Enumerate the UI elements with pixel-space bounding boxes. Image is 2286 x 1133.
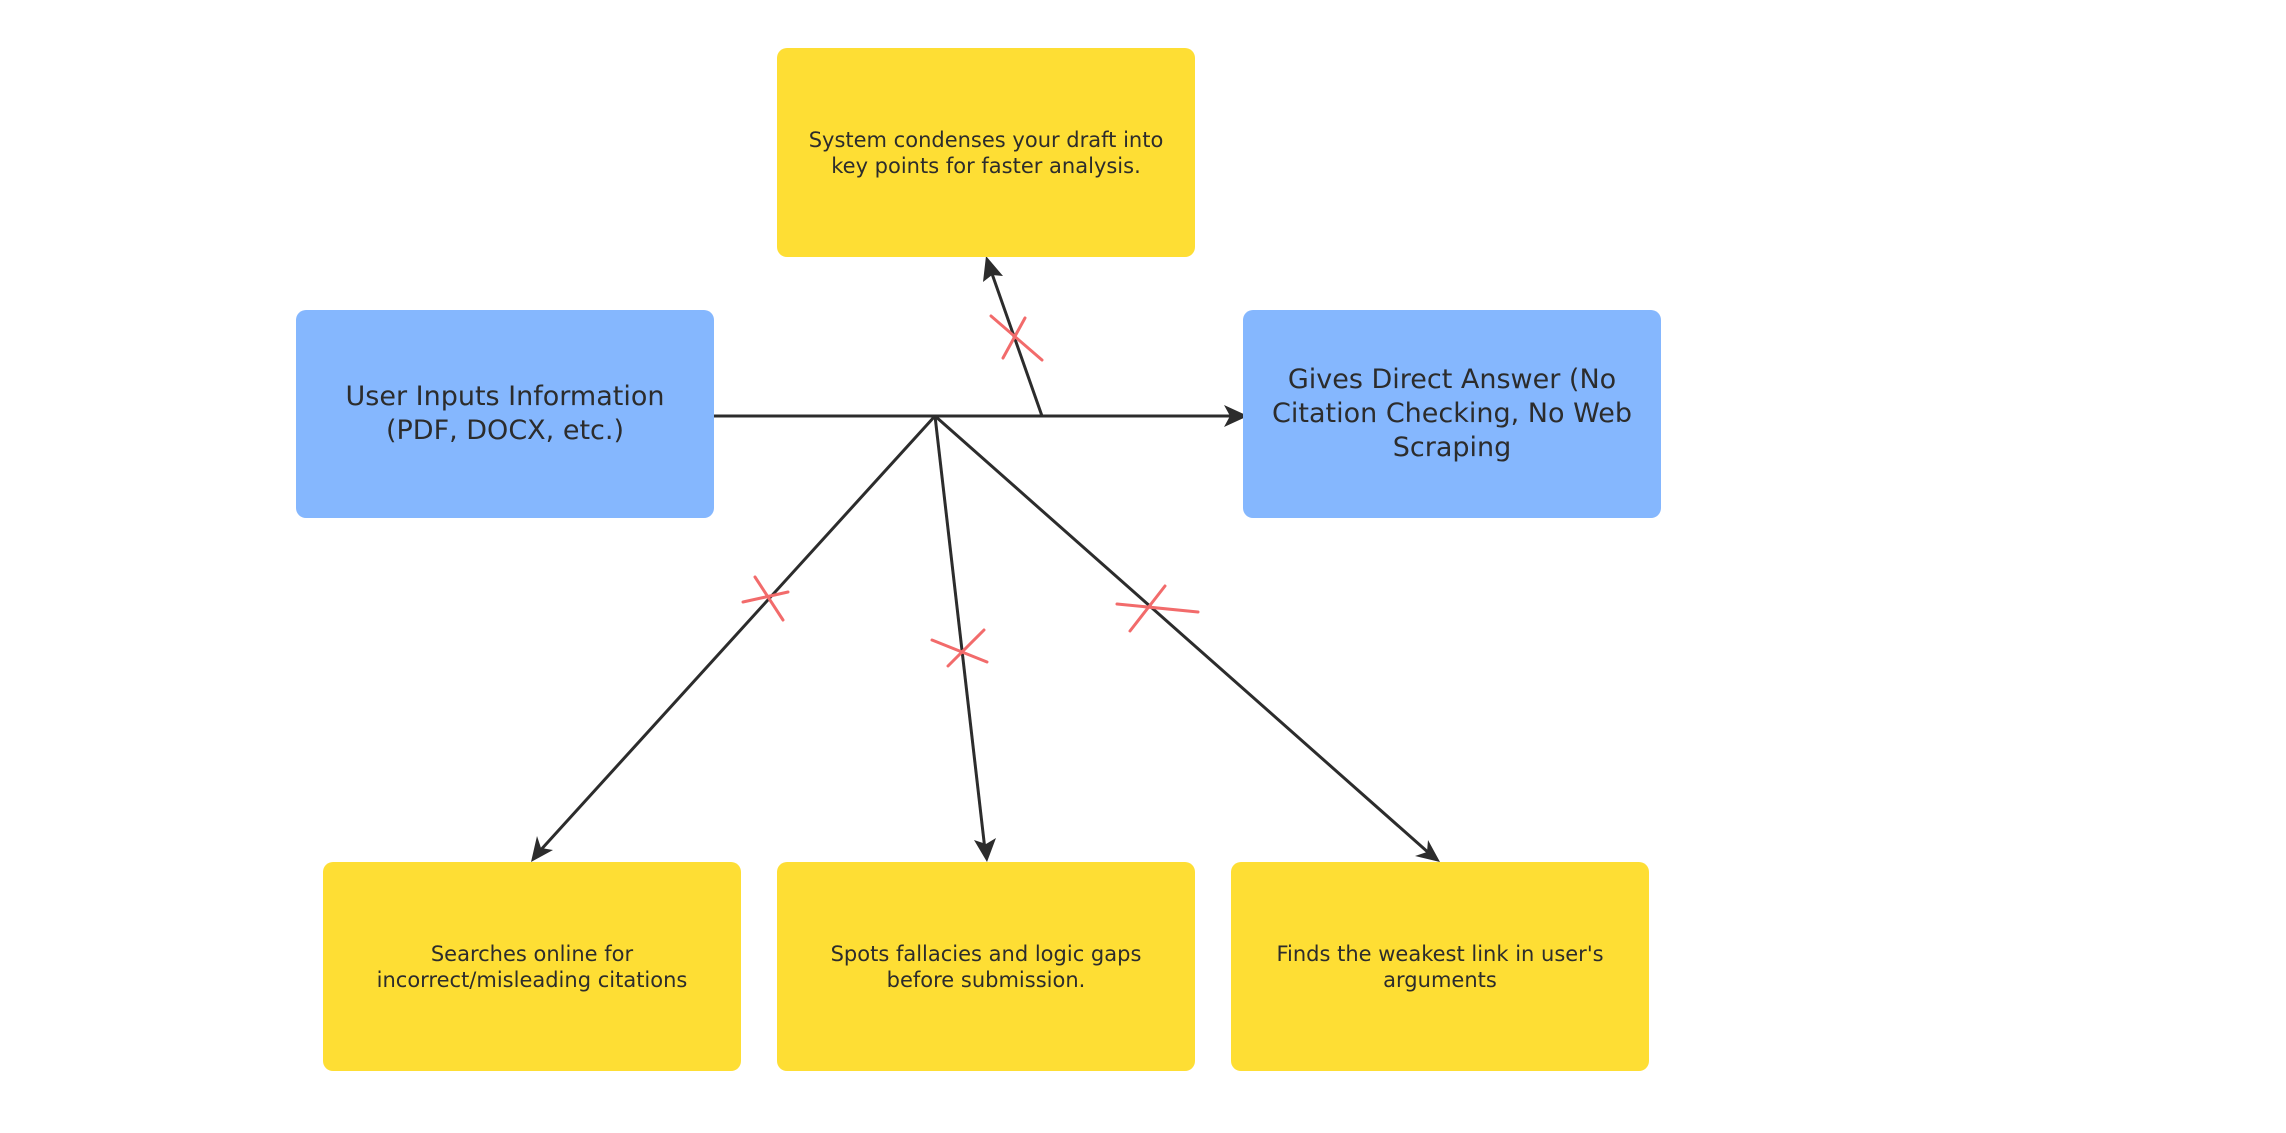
citations-box-label: Searches online for incorrect/misleading… xyxy=(376,941,688,992)
arrowhead-direct-answer-icon xyxy=(1224,405,1248,427)
citations-box: Searches online for incorrect/misleading… xyxy=(323,862,741,1071)
arrow-to-citations xyxy=(536,414,937,855)
arrow-to-weakest-link xyxy=(934,414,1431,856)
condense-box-label: System condenses your draft into key poi… xyxy=(808,127,1164,178)
fallacies-box: Spots fallacies and logic gaps before su… xyxy=(777,862,1195,1071)
arrowhead-condense-icon xyxy=(983,256,1003,282)
weakest-link-box: Finds the weakest link in user's argumen… xyxy=(1231,862,1649,1071)
arrow-to-fallacies xyxy=(933,415,987,851)
input-box: User Inputs Information (PDF, DOCX, etc.… xyxy=(296,310,714,518)
blocked-mark-weakest-link-icon xyxy=(1115,584,1200,633)
input-box-label: User Inputs Information (PDF, DOCX, etc.… xyxy=(345,381,665,446)
direct-answer-box: Gives Direct Answer (No Citation Checkin… xyxy=(1243,310,1661,518)
arrowhead-citations-icon xyxy=(531,836,553,862)
arrowhead-weakest-link-icon xyxy=(1415,840,1440,862)
blocked-mark-fallacies-icon xyxy=(930,628,989,668)
fallacies-box-label: Spots fallacies and logic gaps before su… xyxy=(830,941,1142,992)
arrow-to-condense xyxy=(988,267,1044,417)
condense-box: System condenses your draft into key poi… xyxy=(777,48,1195,257)
weakest-link-box-label: Finds the weakest link in user's argumen… xyxy=(1276,941,1604,992)
arrowhead-fallacies-icon xyxy=(974,838,996,862)
direct-answer-box-label: Gives Direct Answer (No Citation Checkin… xyxy=(1272,364,1632,463)
blocked-mark-condense-icon xyxy=(989,314,1044,362)
blocked-mark-citations-icon xyxy=(741,575,790,622)
